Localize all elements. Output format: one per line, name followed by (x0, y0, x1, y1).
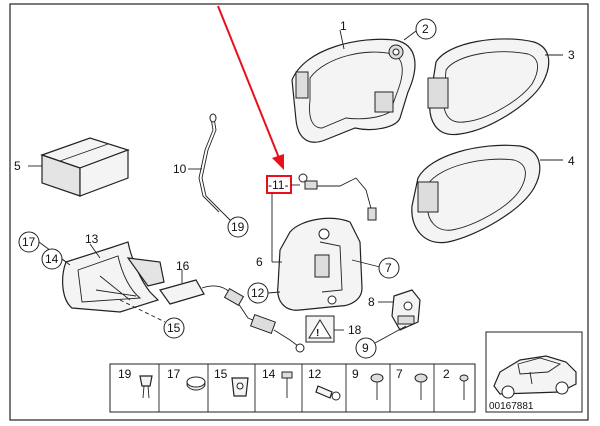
parts-strip (109, 363, 476, 413)
strip-label-9: 9 (352, 367, 359, 381)
strip-item-15[interactable]: 15 (214, 367, 249, 397)
strip-label-19: 19 (118, 367, 132, 381)
part-16-connector[interactable] (159, 279, 305, 353)
svg-text:!: ! (316, 328, 319, 339)
car-thumbnail (485, 331, 583, 413)
label-19-rod: 19 (231, 220, 245, 234)
label-15: 15 (167, 321, 181, 335)
label-1: 1 (340, 19, 347, 33)
strip-item-9[interactable]: 9 (352, 367, 384, 400)
part-5-box[interactable] (40, 137, 130, 197)
strip-item-2[interactable]: 2 (443, 367, 469, 400)
part-1-handle-carrier[interactable] (291, 38, 416, 143)
label-12: 12 (251, 286, 265, 300)
part-6-door-lock[interactable] (277, 217, 363, 311)
label-5: 5 (14, 159, 21, 173)
label-9: 9 (362, 341, 369, 355)
strip-item-12[interactable]: 12 (308, 367, 341, 401)
diagram-id: 00167881 (489, 401, 534, 412)
label-7: 7 (385, 261, 392, 275)
label-14: 14 (45, 252, 59, 266)
label-16: 16 (176, 259, 190, 273)
strip-label-2: 2 (443, 367, 450, 381)
strip-label-15: 15 (214, 367, 228, 381)
strip-item-19[interactable]: 19 (118, 367, 153, 399)
part-18-warning-label[interactable]: ! (305, 315, 335, 343)
strip-label-12: 12 (308, 367, 322, 381)
highlight-box-11 (266, 175, 292, 194)
strip-label-14: 14 (262, 367, 276, 381)
strip-item-14[interactable]: 14 (262, 367, 293, 398)
label-13: 13 (85, 232, 99, 246)
label-8: 8 (368, 295, 375, 309)
label-10: 10 (173, 162, 187, 176)
strip-label-7: 7 (396, 367, 403, 381)
pointer-arrow (217, 5, 284, 170)
part-4-outer-handle[interactable] (411, 144, 541, 244)
diagram-frame (9, 3, 589, 421)
strip-label-17: 17 (167, 367, 181, 381)
strip-item-7[interactable]: 7 (396, 367, 428, 400)
part-13-seal[interactable] (62, 241, 165, 313)
label-18: 18 (348, 323, 362, 337)
part-10-rod[interactable] (198, 113, 223, 213)
part-8-bracket[interactable] (391, 289, 421, 331)
part-11-cable[interactable] (291, 173, 377, 221)
strip-item-17[interactable]: 17 (167, 367, 206, 391)
label-11: -11- (268, 178, 288, 192)
label-4: 4 (568, 154, 575, 168)
label-3: 3 (568, 48, 575, 62)
label-2: 2 (422, 22, 429, 36)
label-17: 17 (22, 235, 36, 249)
label-6: 6 (256, 255, 263, 269)
part-3-outer-handle[interactable] (427, 38, 550, 136)
